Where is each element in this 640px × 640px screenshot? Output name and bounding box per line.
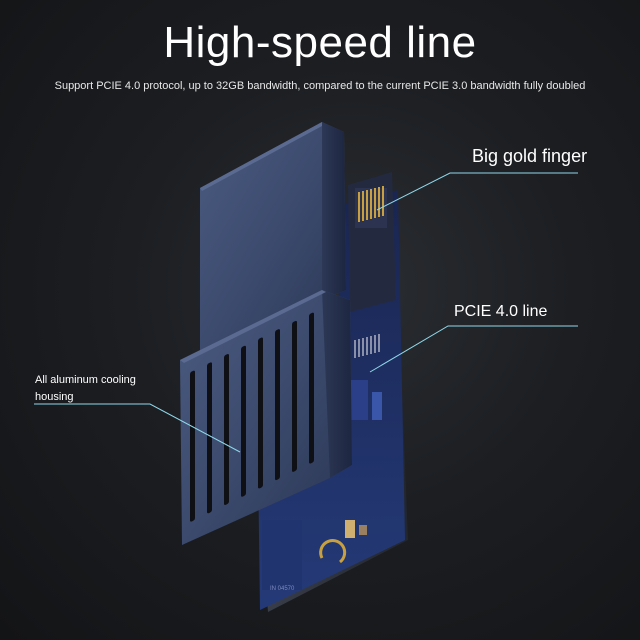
- callout-lines: [34, 172, 578, 453]
- page-subtitle: Support PCIE 4.0 protocol, up to 32GB ba…: [54, 80, 586, 92]
- callout-pcie-line: PCIE 4.0 line: [454, 303, 548, 320]
- page-title: High-speed line: [163, 18, 477, 67]
- svg-text:IN 04570: IN 04570: [270, 586, 295, 592]
- callout-housing: All aluminum cooling housing: [35, 374, 136, 403]
- aluminum-housing-heatsink: [180, 290, 352, 545]
- cooling-slots: [190, 312, 314, 522]
- callout-gold-finger: Big gold finger: [472, 146, 588, 166]
